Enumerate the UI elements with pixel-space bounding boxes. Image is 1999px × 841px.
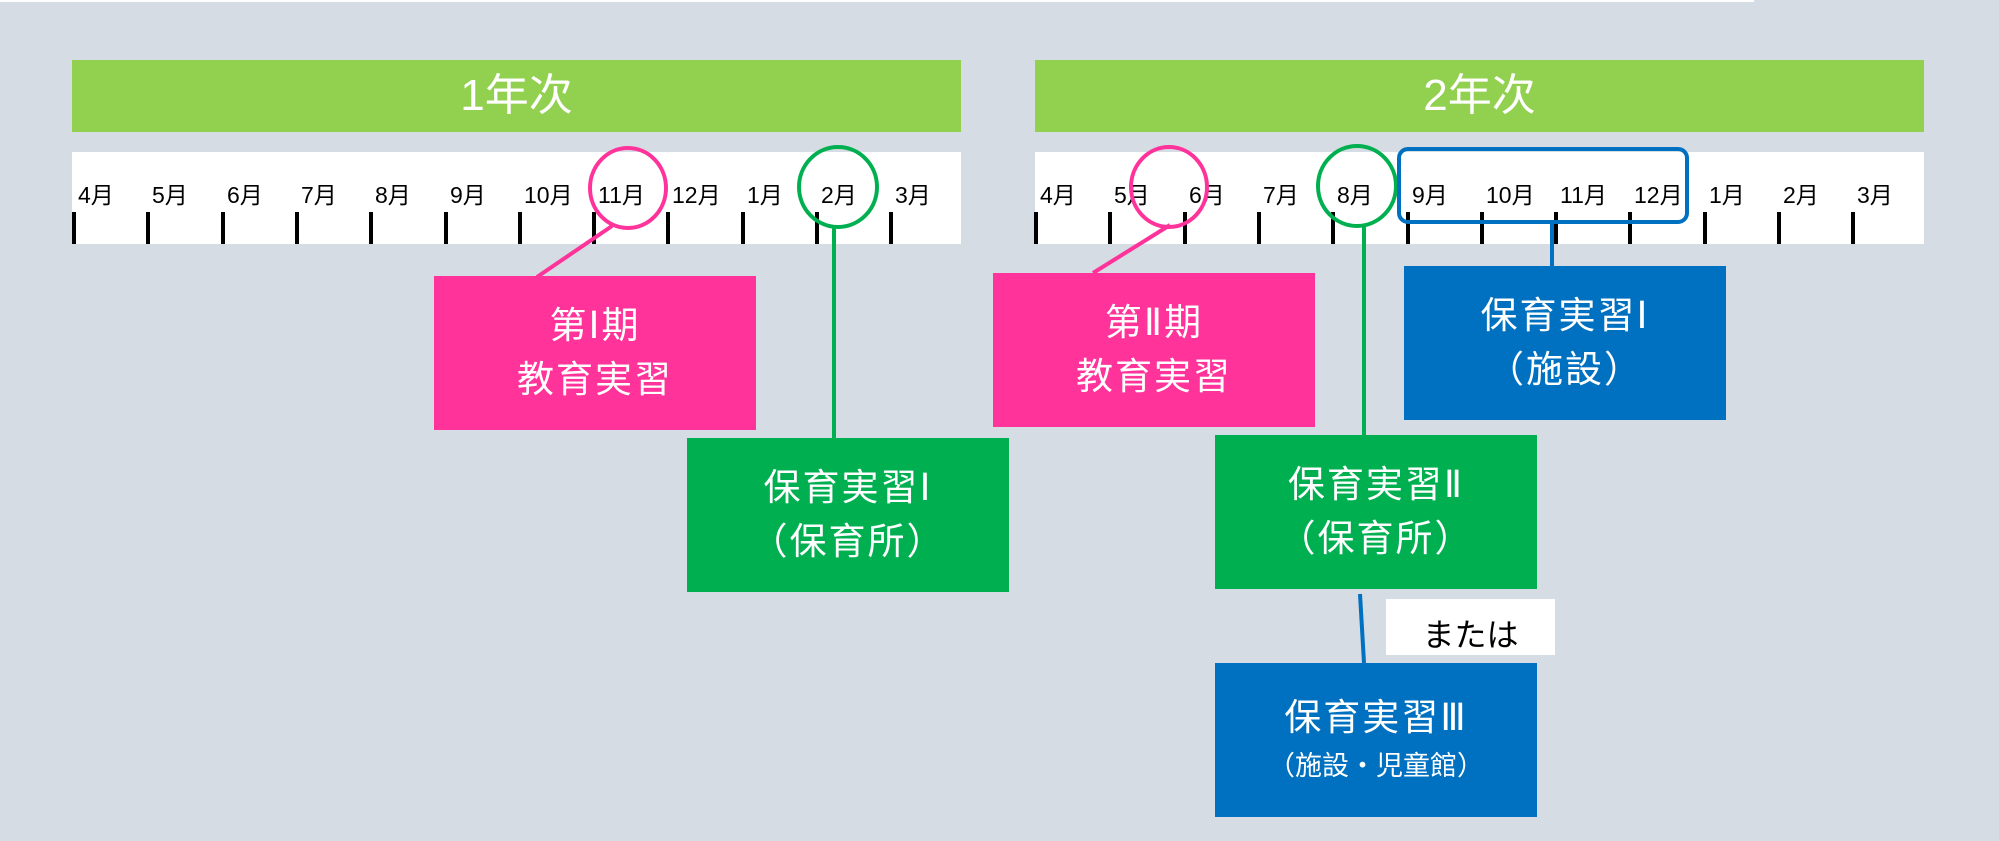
month-tick — [1257, 212, 1261, 244]
month-label: 5月 — [1114, 182, 1150, 208]
hoiku-1-shisetsu-title: 保育実習Ⅰ — [1480, 294, 1650, 337]
month-tick — [1406, 212, 1410, 244]
month-label: 1月 — [747, 182, 783, 208]
hoiku-1-hoikusho-subtitle: （保育所） — [750, 520, 946, 563]
month-label: 2月 — [1783, 182, 1819, 208]
kyoiku-2-subtitle: 教育実習 — [1076, 355, 1232, 398]
month-tick — [1628, 212, 1632, 244]
month-label: 4月 — [1040, 182, 1076, 208]
month-label: 10月 — [1486, 182, 1535, 208]
month-label: 9月 — [1412, 182, 1448, 208]
month-tick — [592, 212, 596, 244]
month-label: 5月 — [152, 182, 188, 208]
month-tick — [1183, 212, 1187, 244]
month-tick — [815, 212, 819, 244]
month-tick — [666, 212, 670, 244]
month-label: 7月 — [301, 182, 337, 208]
hoiku-jisshu-2-hoikusho-box: 保育実習Ⅱ （保育所） — [1215, 435, 1537, 589]
month-label: 11月 — [1560, 182, 1607, 208]
hoiku-3-connector — [1358, 593, 1366, 664]
month-label: 4月 — [78, 182, 114, 208]
hoiku-jisshu-1-hoikusho-box: 保育実習Ⅰ （保育所） — [687, 438, 1009, 592]
month-tick — [1703, 212, 1707, 244]
month-label: 12月 — [672, 182, 721, 208]
month-tick — [1554, 212, 1558, 244]
year-1-header: 1年次 — [72, 60, 961, 132]
or-label: または — [1386, 599, 1555, 655]
hoiku-2-subtitle: （保育所） — [1278, 517, 1474, 560]
month-tick — [741, 212, 745, 244]
month-tick — [1034, 212, 1038, 244]
month-tick — [1777, 212, 1781, 244]
month-label: 6月 — [1189, 182, 1225, 208]
hoiku-1-hoikusho-title: 保育実習Ⅰ — [763, 466, 933, 509]
month-label: 6月 — [227, 182, 263, 208]
month-tick — [1480, 212, 1484, 244]
hoiku-3-title: 保育実習Ⅲ — [1284, 696, 1468, 739]
month-tick — [889, 212, 893, 244]
month-label: 1月 — [1709, 182, 1745, 208]
month-tick — [146, 212, 150, 244]
month-label: 2月 — [821, 182, 857, 208]
month-tick — [518, 212, 522, 244]
month-label: 8月 — [1337, 182, 1373, 208]
hoiku-2-title: 保育実習Ⅱ — [1287, 463, 1465, 506]
month-tick — [295, 212, 299, 244]
kyoiku-jisshu-1-box: 第Ⅰ期 教育実習 — [434, 276, 756, 430]
month-tick — [1851, 212, 1855, 244]
hoiku-3-subtitle: （施設・児童館） — [1268, 751, 1484, 782]
hoiku-jisshu-1-shisetsu-box: 保育実習Ⅰ （施設） — [1404, 266, 1726, 420]
month-tick — [221, 212, 225, 244]
kyoiku-2-title: 第Ⅱ期 — [1104, 301, 1204, 344]
kyoiku-1-subtitle: 教育実習 — [517, 358, 673, 401]
month-label: 8月 — [375, 182, 411, 208]
month-tick — [1331, 212, 1335, 244]
kyoiku-jisshu-2-box: 第Ⅱ期 教育実習 — [993, 273, 1315, 427]
month-label: 3月 — [1857, 182, 1893, 208]
month-label: 12月 — [1634, 182, 1683, 208]
hoiku-1-shisetsu-subtitle: （施設） — [1487, 348, 1643, 391]
month-tick — [72, 212, 76, 244]
kyoiku-1-title: 第Ⅰ期 — [549, 304, 641, 347]
month-tick — [369, 212, 373, 244]
month-label: 10月 — [524, 182, 573, 208]
top-border — [0, 0, 1754, 2]
month-label: 7月 — [1263, 182, 1299, 208]
year-2-header: 2年次 — [1035, 60, 1924, 132]
month-tick — [444, 212, 448, 244]
month-label: 3月 — [895, 182, 931, 208]
month-label: 9月 — [450, 182, 486, 208]
hoiku-jisshu-3-box: 保育実習Ⅲ （施設・児童館） — [1215, 663, 1537, 817]
month-label: 11月 — [598, 182, 645, 208]
month-tick — [1108, 212, 1112, 244]
